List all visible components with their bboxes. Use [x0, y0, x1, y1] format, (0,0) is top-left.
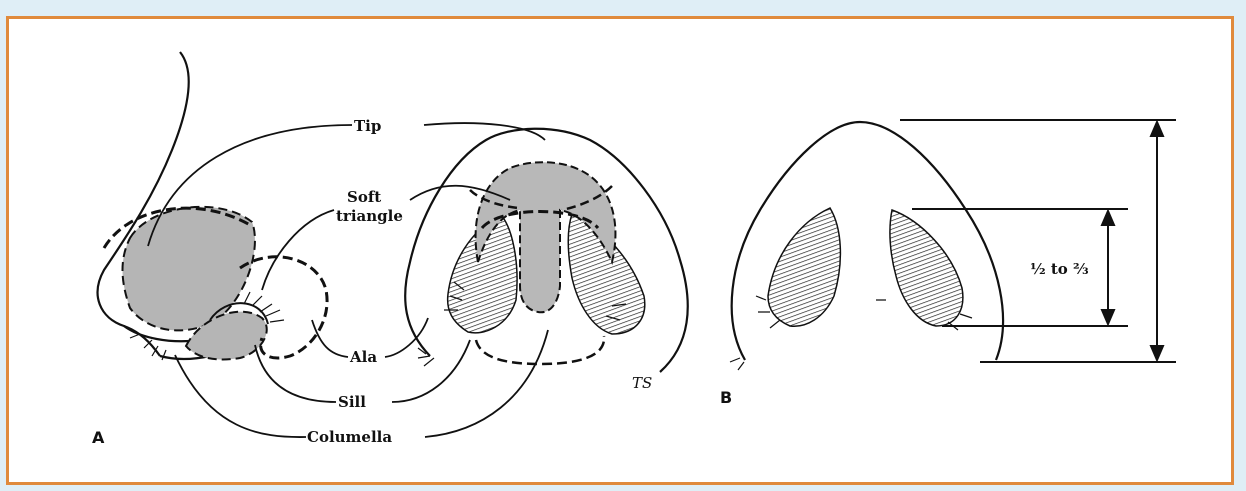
panel-b-nose	[730, 122, 1176, 370]
artist-signature: TS	[632, 374, 652, 392]
lateral-nose-view	[98, 52, 327, 360]
label-columella: Columella	[307, 428, 392, 446]
label-soft: Soft	[347, 188, 381, 206]
label-ala: Ala	[349, 348, 377, 366]
label-tip: Tip	[354, 117, 381, 135]
panel-b-letter: B	[720, 388, 732, 407]
label-triangle: triangle	[336, 207, 403, 225]
panel-a-letter: A	[92, 428, 105, 447]
label-ratio: ½ to ⅔	[1030, 260, 1089, 278]
label-sill: Sill	[338, 393, 366, 411]
